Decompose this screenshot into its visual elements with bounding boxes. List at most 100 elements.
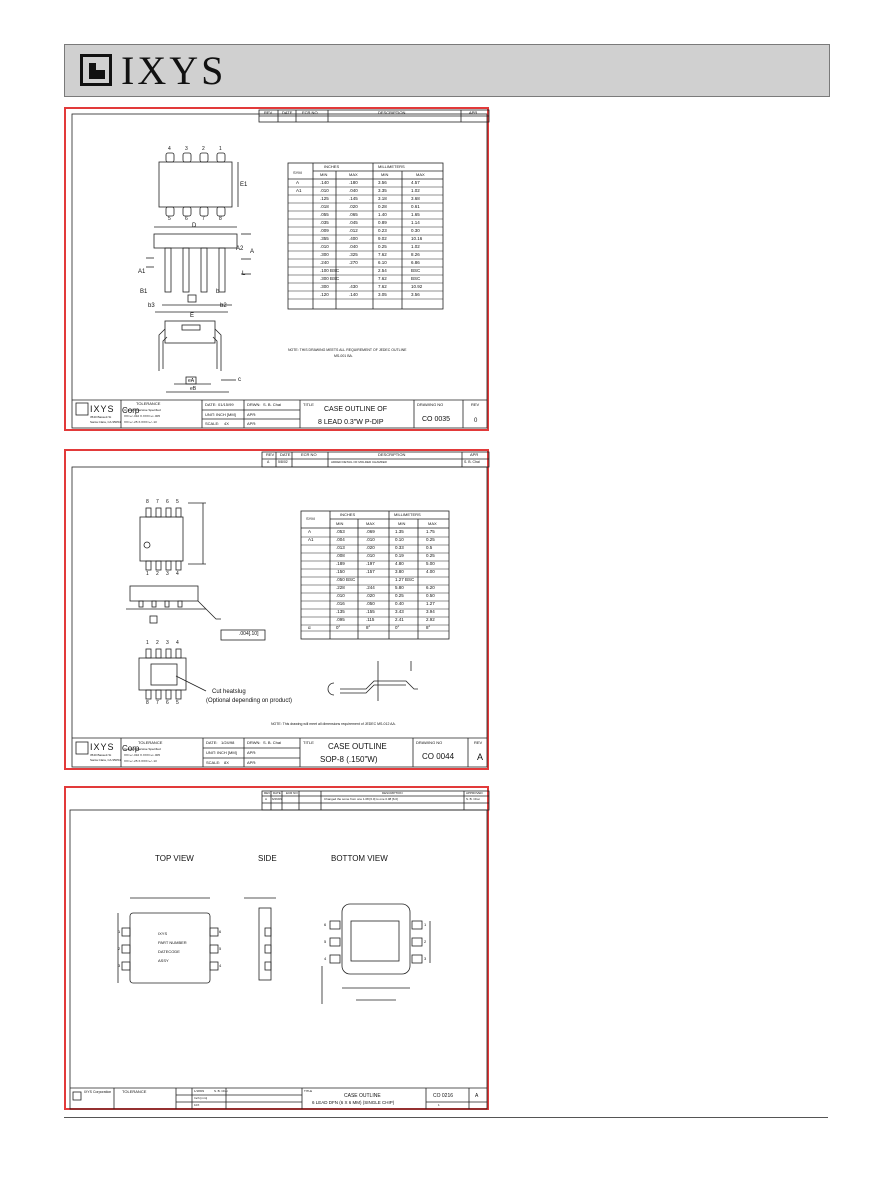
- ecr-header: ECR NO: [286, 791, 298, 795]
- note-text: NOTE: THIS DRAWING MEETS ALL REQUIREMENT…: [288, 348, 407, 352]
- marking-text: ASSY: [158, 958, 169, 963]
- dim-label: D: [192, 223, 197, 229]
- table-cell: .012: [349, 228, 358, 233]
- table-header: MAX: [349, 172, 358, 177]
- pin-label: 3: [424, 956, 427, 961]
- table-cell: .050: [366, 601, 375, 606]
- drwn-value: S. B. Chai: [214, 1089, 228, 1093]
- dim-label: eB: [190, 386, 197, 392]
- drwn-label: DRWN:: [247, 740, 261, 745]
- table-cell: A: [296, 180, 300, 185]
- pin-label: 2: [156, 640, 159, 646]
- table-cell: .050 BSC: [336, 577, 356, 582]
- table-cell: .100 BSC: [320, 268, 340, 273]
- table-cell: .180: [349, 180, 358, 185]
- pdip-drawing: [71, 109, 490, 429]
- table-cell: 6.20: [426, 585, 435, 590]
- tolerance-text: XX=+/-.25 X.XXX=+/-.13: [124, 420, 157, 424]
- drawing-sheet-sop8: REV DATE ECR NO DESCRIPTION APR A 5/8/02…: [64, 449, 490, 770]
- table-cell: A1: [296, 188, 302, 193]
- table-cell: 1.35: [395, 529, 404, 534]
- table-cell: .197: [366, 561, 375, 566]
- table-cell: 0.19: [395, 553, 404, 558]
- description-header: DESCRIPTION: [382, 791, 403, 795]
- drwn-value: S. B. Chai: [263, 740, 282, 745]
- table-cell: 0.61: [411, 204, 420, 209]
- table-cell: .145: [349, 196, 358, 201]
- table-cell: 7.62: [378, 284, 387, 289]
- pin-label: 6: [219, 929, 222, 934]
- pin-label: 2: [424, 939, 427, 944]
- table-cell: 7.62: [378, 276, 387, 281]
- table-cell: .300 BSC: [320, 276, 340, 281]
- table-cell: 0.30: [411, 228, 420, 233]
- view-label-bottom: BOTTOM VIEW: [331, 854, 388, 863]
- tolerance-label: TOLERANCE: [138, 740, 163, 745]
- pin-label: 2: [156, 571, 159, 577]
- date-value: 01/15/99: [218, 402, 234, 407]
- table-cell: .010: [366, 537, 375, 542]
- tolerance-label: TOLERANCE: [122, 1089, 147, 1094]
- pin-label: 1: [219, 146, 222, 152]
- table-cell: .095: [336, 617, 345, 622]
- pin-label: 7: [156, 700, 159, 706]
- pin-label: 6: [185, 216, 188, 222]
- date-header: DATE: [273, 791, 281, 795]
- table-cell: 9.02: [378, 236, 387, 241]
- table-cell: 4.57: [411, 180, 420, 185]
- pin-label: 8: [219, 216, 222, 222]
- table-header: MIN: [381, 172, 389, 177]
- dim-label: L: [242, 271, 246, 277]
- table-cell: 3.56: [378, 180, 387, 185]
- rev-header: REV: [264, 791, 271, 795]
- scale-value: 8X: [224, 760, 229, 765]
- title-line-2: 6 LEAD DFN (6 X 6 MM) (SINGLE CHIP): [312, 1100, 395, 1105]
- rev-row-apr: S. B. Chai: [464, 460, 480, 464]
- table-cell: .069: [366, 529, 375, 534]
- sop8-drawing: [71, 451, 490, 768]
- scale-value: 4X: [224, 421, 229, 426]
- dim-label: b3: [148, 303, 155, 309]
- table-cell: 2.92: [426, 617, 435, 622]
- table-cell: .157: [366, 569, 375, 574]
- title-label: TITLE: [303, 402, 314, 407]
- dim-label: c: [238, 377, 241, 383]
- table-cell: A: [308, 529, 312, 534]
- table-cell: 2.54: [378, 268, 387, 273]
- table-header: SYM: [293, 170, 302, 175]
- table-cell: .018: [320, 204, 329, 209]
- address: Santa Clara, CA 95054: [90, 758, 121, 762]
- apr-label: APR:: [247, 760, 257, 765]
- title-line-1: CASE OUTLINE OF: [324, 406, 388, 413]
- rev-row-rev: A: [267, 460, 270, 464]
- table-cell: 0.25: [395, 593, 404, 598]
- table-cell: 8°: [426, 625, 431, 630]
- table-header: MILLIMETERS: [378, 164, 405, 169]
- table-cell: 0°: [395, 625, 400, 630]
- table-cell: .400: [349, 236, 358, 241]
- unit-value: Inch [mm]: [194, 1096, 208, 1100]
- pin-label: 6: [166, 700, 169, 706]
- ecr-header: ECR NO: [301, 452, 317, 457]
- table-header: MILLIMETERS: [394, 512, 421, 517]
- ecr-header: ECR NO: [302, 110, 318, 115]
- approved-header: APPROVED: [466, 791, 483, 795]
- table-cell: 3.05: [378, 292, 387, 297]
- brand-name: IXYS: [121, 48, 227, 93]
- table-cell: .300: [320, 284, 329, 289]
- table-cell: .040: [349, 244, 358, 249]
- corp-label: Corp: [122, 744, 140, 753]
- dim-label: E1: [240, 182, 248, 188]
- pin-label: 5: [219, 946, 222, 951]
- table-cell: .009: [320, 228, 329, 233]
- address: 3540 Bassett St: [90, 753, 112, 757]
- table-cell: 0.25: [378, 244, 387, 249]
- pin-label: 4: [176, 640, 179, 646]
- date-header: DATE: [280, 452, 291, 457]
- table-cell: 1.27 BSC: [395, 577, 415, 582]
- table-cell: .013: [336, 545, 345, 550]
- dfn-drawing: [69, 790, 490, 1110]
- table-cell: .016: [336, 601, 345, 606]
- pin-label: 8: [146, 700, 149, 706]
- rev-header: REV: [266, 452, 275, 457]
